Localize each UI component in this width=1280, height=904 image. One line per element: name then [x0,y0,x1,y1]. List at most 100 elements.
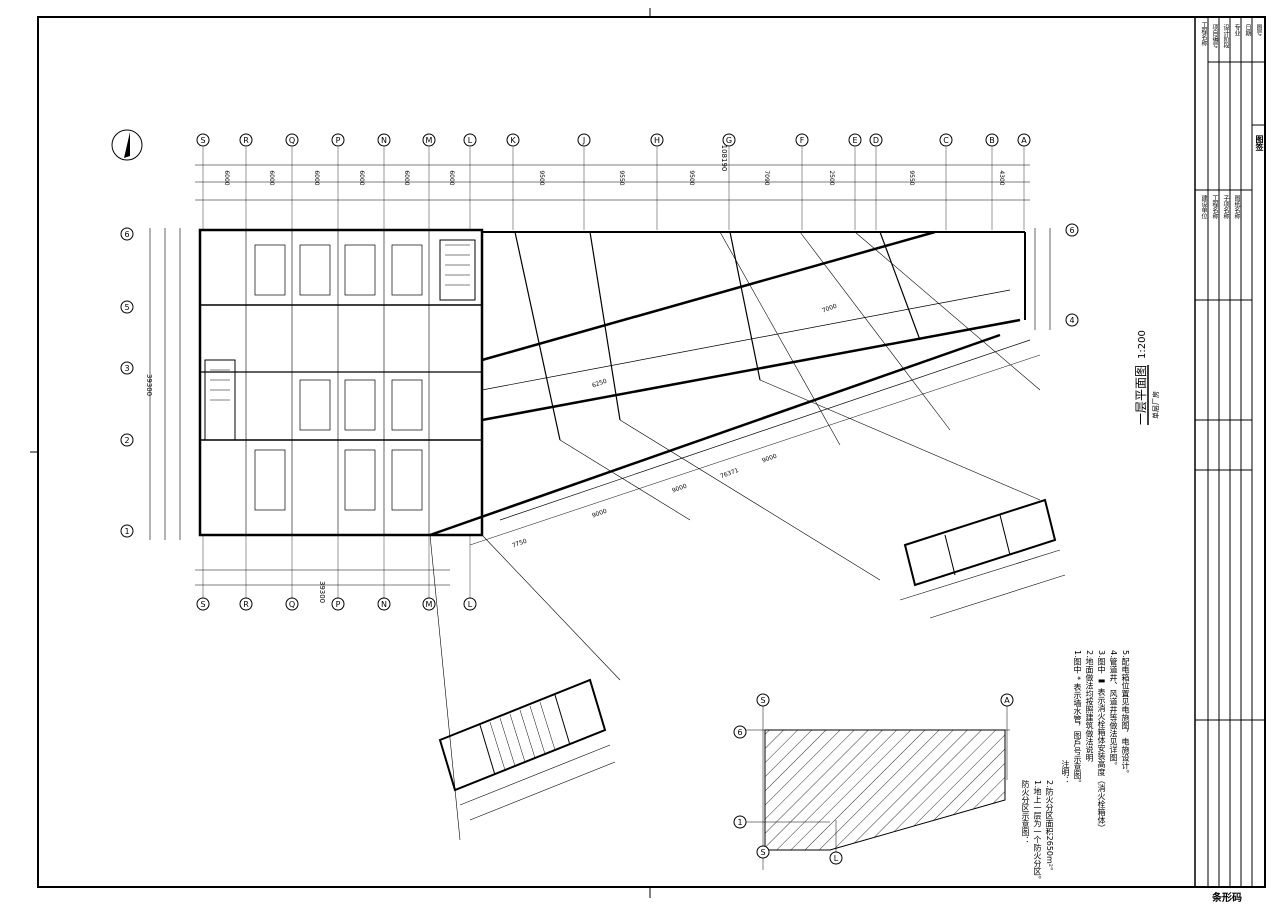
title-block [1194,17,1265,887]
title-block-row: 日期 [1244,24,1251,36]
axis-Q-bottom-bubble [285,597,299,611]
axis-2: 2 [124,436,129,445]
axis-N: N [381,136,387,145]
axis-A-bubble [1017,133,1031,147]
title-block-field: 图纸名称 [1233,195,1240,219]
note-line: 1.图中 * 表示墙水管，图戶号示意图。 [1073,650,1082,787]
axis-4-right-bubble [1065,313,1079,327]
wing-dimension-text: 7750 [511,538,528,550]
axis-M: M [426,136,433,145]
axis-S: S [200,136,205,145]
drawing-subtitle: 单层厂房 [1151,391,1160,419]
dimension-overall-bottom: 39300 [318,581,326,603]
dimension-text: 2500 [828,170,835,185]
drawing-title-text: 一层平面图 [1134,365,1148,425]
axis-J-bubble [577,133,591,147]
axis-D-bubble [869,133,883,147]
axis-M-bottom: M [426,600,433,609]
axis-B-bubble [985,133,999,147]
site-axis-L: L [834,854,839,863]
wing-dimension-text: 6250 [591,378,608,390]
dimension-text: 7090 [763,170,770,185]
axis-S-bottom: S [200,600,205,609]
title-block-project: 工程名称 [1200,22,1207,46]
dimension-text: 6000 [223,170,230,185]
axis-H-bubble [650,133,664,147]
axis-B: B [989,136,995,145]
dimension-text: 9550 [908,170,915,185]
notes-heading: 注明： [1061,760,1070,784]
axis-H: H [654,136,660,145]
axis-3-bubble [120,361,134,375]
axis-Q-bubble [285,133,299,147]
left-axis-bubbles: 6 5 3 2 1 6 4 [120,223,1079,538]
axis-E-bubble [848,133,862,147]
axis-6: 6 [124,230,129,239]
axis-G: G [726,136,732,145]
dimension-text: 6000 [403,170,410,185]
axis-5-bubble [120,300,134,314]
diagonal-wing [429,230,1041,841]
drawing-scale: 1:200 [1137,330,1148,359]
title-block-row: 项目编号 [1211,24,1218,48]
wing-dimension-text: 9000 [591,508,608,520]
axis-L-bottom: L [468,600,473,609]
main-building [198,228,484,537]
axis-6-right: 6 [1069,226,1074,235]
title-block-field: 子项名称 [1222,195,1229,219]
dimension-text: 6000 [358,170,365,185]
axis-E: E [852,136,857,145]
axis-K: K [510,136,516,145]
note-line: 1.地上一层为一个防火分区。 [1033,780,1042,884]
dimension-text: 9550 [618,170,625,185]
axis-6-right-bubble [1065,223,1079,237]
title-block-row: 设计阶段 [1222,24,1229,48]
site-axis-6: 6 [737,728,742,737]
site-axis-S-bubble [756,693,770,707]
axis-M-bubble [422,133,436,147]
axis-R-bubble [239,133,253,147]
stair-block-right [899,498,1066,619]
axis-C: C [943,136,949,145]
site-axis-A-bubble [1000,693,1014,707]
site-axis-A: A [1004,696,1010,705]
note-line: 5.配电箱位置见电施图，电施设计。 [1121,650,1130,778]
fire-zone-diagram [745,705,1010,870]
axis-K-bubble [506,133,520,147]
barcode-label: 条形码 [1212,893,1242,904]
dimension-text: 9500 [538,170,545,185]
north-arrow-icon [111,129,143,161]
axis-M-bottom-bubble [422,597,436,611]
site-axis-6-bubble [733,725,747,739]
note-line: 2.防火分区面积2650m²。 [1045,780,1054,875]
site-axis-S-bottom-bubble [756,845,770,859]
axis-3: 3 [124,364,129,373]
axis-N-bottom: N [381,600,387,609]
axis-L-bottom-bubble [463,597,477,611]
site-axis-L-bubble [829,851,843,865]
axis-5: 5 [124,303,129,312]
site-axis-S-bottom: S [760,848,765,857]
dimension-text: 4300 [998,170,1005,185]
site-axis-1-bubble [733,815,747,829]
dimension-text: 6000 [268,170,275,185]
axis-S-bottom-bubble [196,597,210,611]
axis-6-bubble [120,227,134,241]
title-block-field: 建设单位 [1200,195,1207,219]
axis-1: 1 [124,527,129,536]
axis-R: R [243,136,249,145]
dimension-left-total: 39300 [145,374,153,396]
axis-P-bottom-bubble [331,597,345,611]
axis-4-right: 4 [1069,316,1074,325]
note-line: 3.图中 ▬ 表示消火栓箱体安装高度（消火栓箱体） [1097,650,1106,832]
axis-Q-bottom: Q [289,600,295,609]
axis-L: L [468,136,473,145]
axis-J: J [582,136,585,145]
axis-L-bubble [463,133,477,147]
axis-F-bubble [795,133,809,147]
